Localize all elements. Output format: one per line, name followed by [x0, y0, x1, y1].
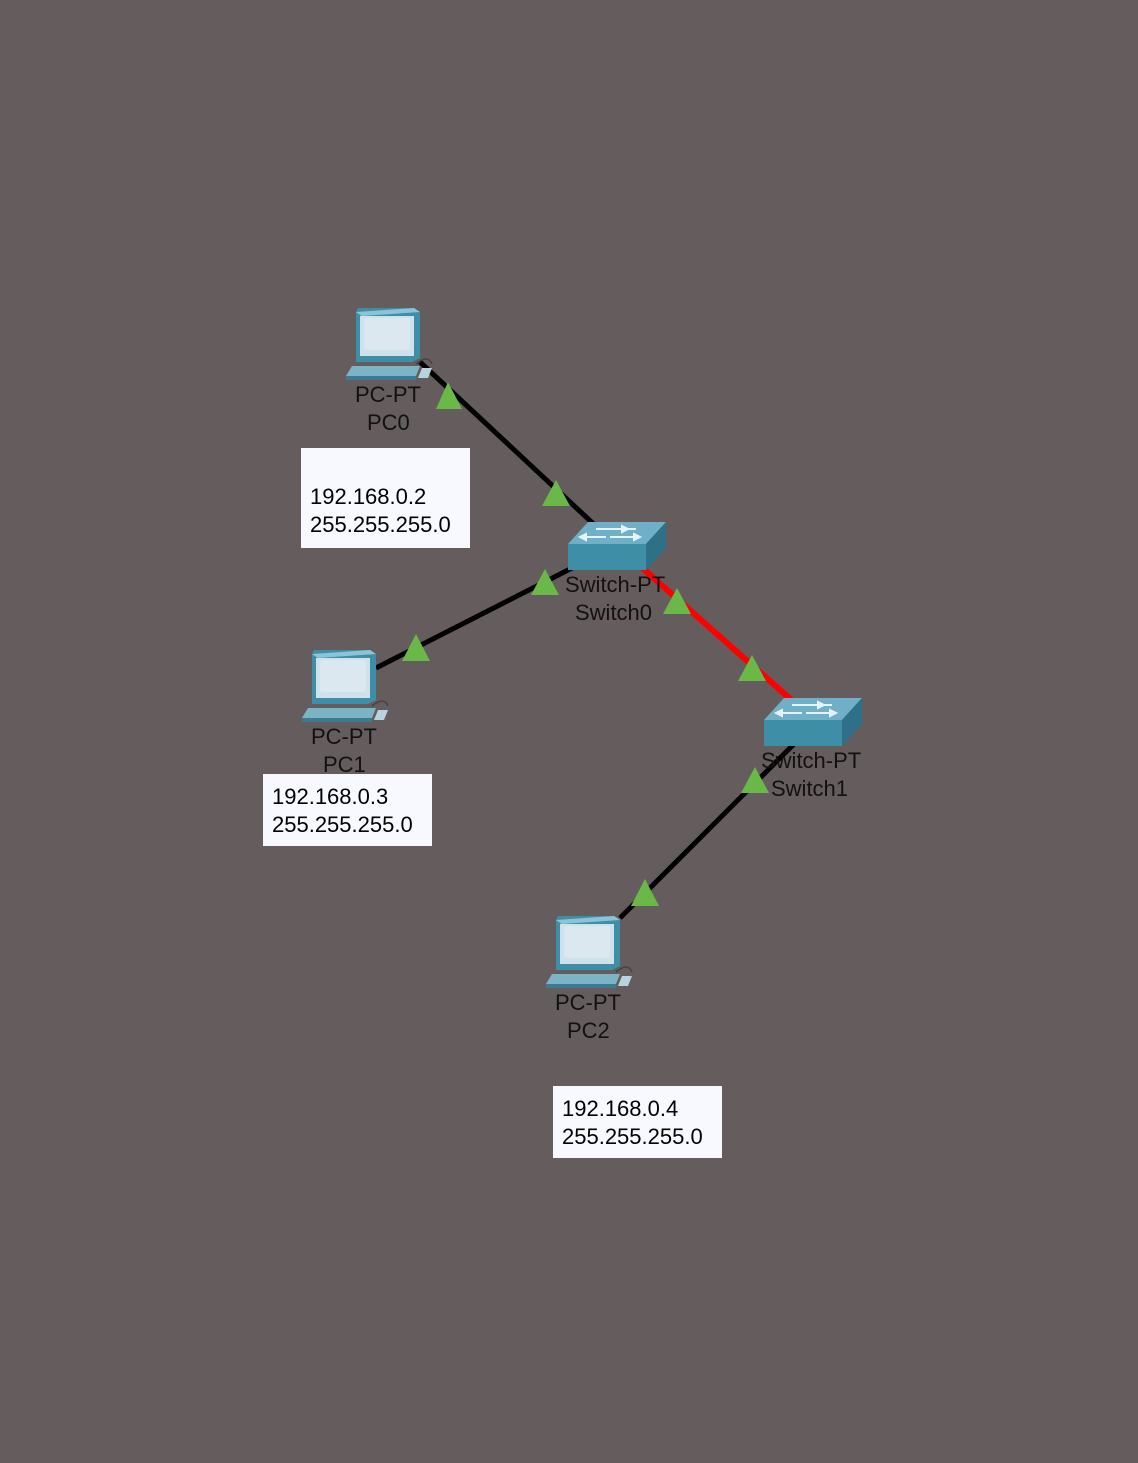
link-light-switch1-pc2-side	[741, 767, 769, 793]
pc2-name-label: PC2	[567, 1018, 610, 1043]
pc1-name-label: PC1	[323, 752, 366, 777]
switch1-type-label: Switch-PT	[761, 748, 862, 773]
device-switch0[interactable]	[566, 520, 670, 572]
pc0-type-label: PC-PT	[355, 382, 421, 407]
link-light-switch0-pc0-side	[542, 480, 570, 506]
link-light-switch1-switch0-side	[738, 655, 766, 681]
pc1-type-label: PC-PT	[311, 724, 377, 749]
note-pc2-mask: 255.255.255.0	[562, 1124, 703, 1149]
pc2-type-label: PC-PT	[555, 990, 621, 1015]
device-pc1[interactable]	[298, 648, 393, 726]
switch-icon	[568, 522, 666, 570]
pc0-name-label: PC0	[367, 410, 410, 435]
note-pc2-ip: 192.168.0.4	[562, 1096, 679, 1121]
device-pc0[interactable]	[342, 306, 437, 384]
note-pc2[interactable]: 192.168.0.4 255.255.255.0	[553, 1086, 722, 1158]
pc-icon	[302, 650, 389, 722]
note-pc0-mask: 255.255.255.0	[310, 512, 451, 537]
link-light-pc1-side	[402, 634, 430, 661]
switch0-type-label: Switch-PT	[565, 572, 666, 597]
switch0-name-label: Switch0	[575, 600, 653, 625]
switch-icon	[764, 698, 862, 746]
note-pc1[interactable]: 192.168.0.3 255.255.255.0	[263, 774, 432, 846]
note-pc1-mask: 255.255.255.0	[272, 812, 413, 837]
pc-icon	[546, 916, 633, 988]
device-switch1[interactable]	[762, 696, 866, 748]
note-pc0-ip: 192.168.0.2	[310, 484, 427, 509]
note-pc1-ip: 192.168.0.3	[272, 784, 389, 809]
link-light-pc2-side	[631, 879, 659, 906]
switch1-name-label: Switch1	[771, 776, 849, 801]
note-pc0[interactable]: 192.168.0.2 255.255.255.0	[301, 448, 470, 548]
link-light-pc0-side	[436, 382, 462, 409]
link-switch0-switch1[interactable]	[638, 563, 798, 707]
link-light-switch0-pc1-side	[531, 569, 559, 595]
device-pc2[interactable]	[542, 914, 637, 992]
pc-icon	[346, 308, 433, 380]
link-light-switch0-switch1-side	[663, 588, 691, 614]
